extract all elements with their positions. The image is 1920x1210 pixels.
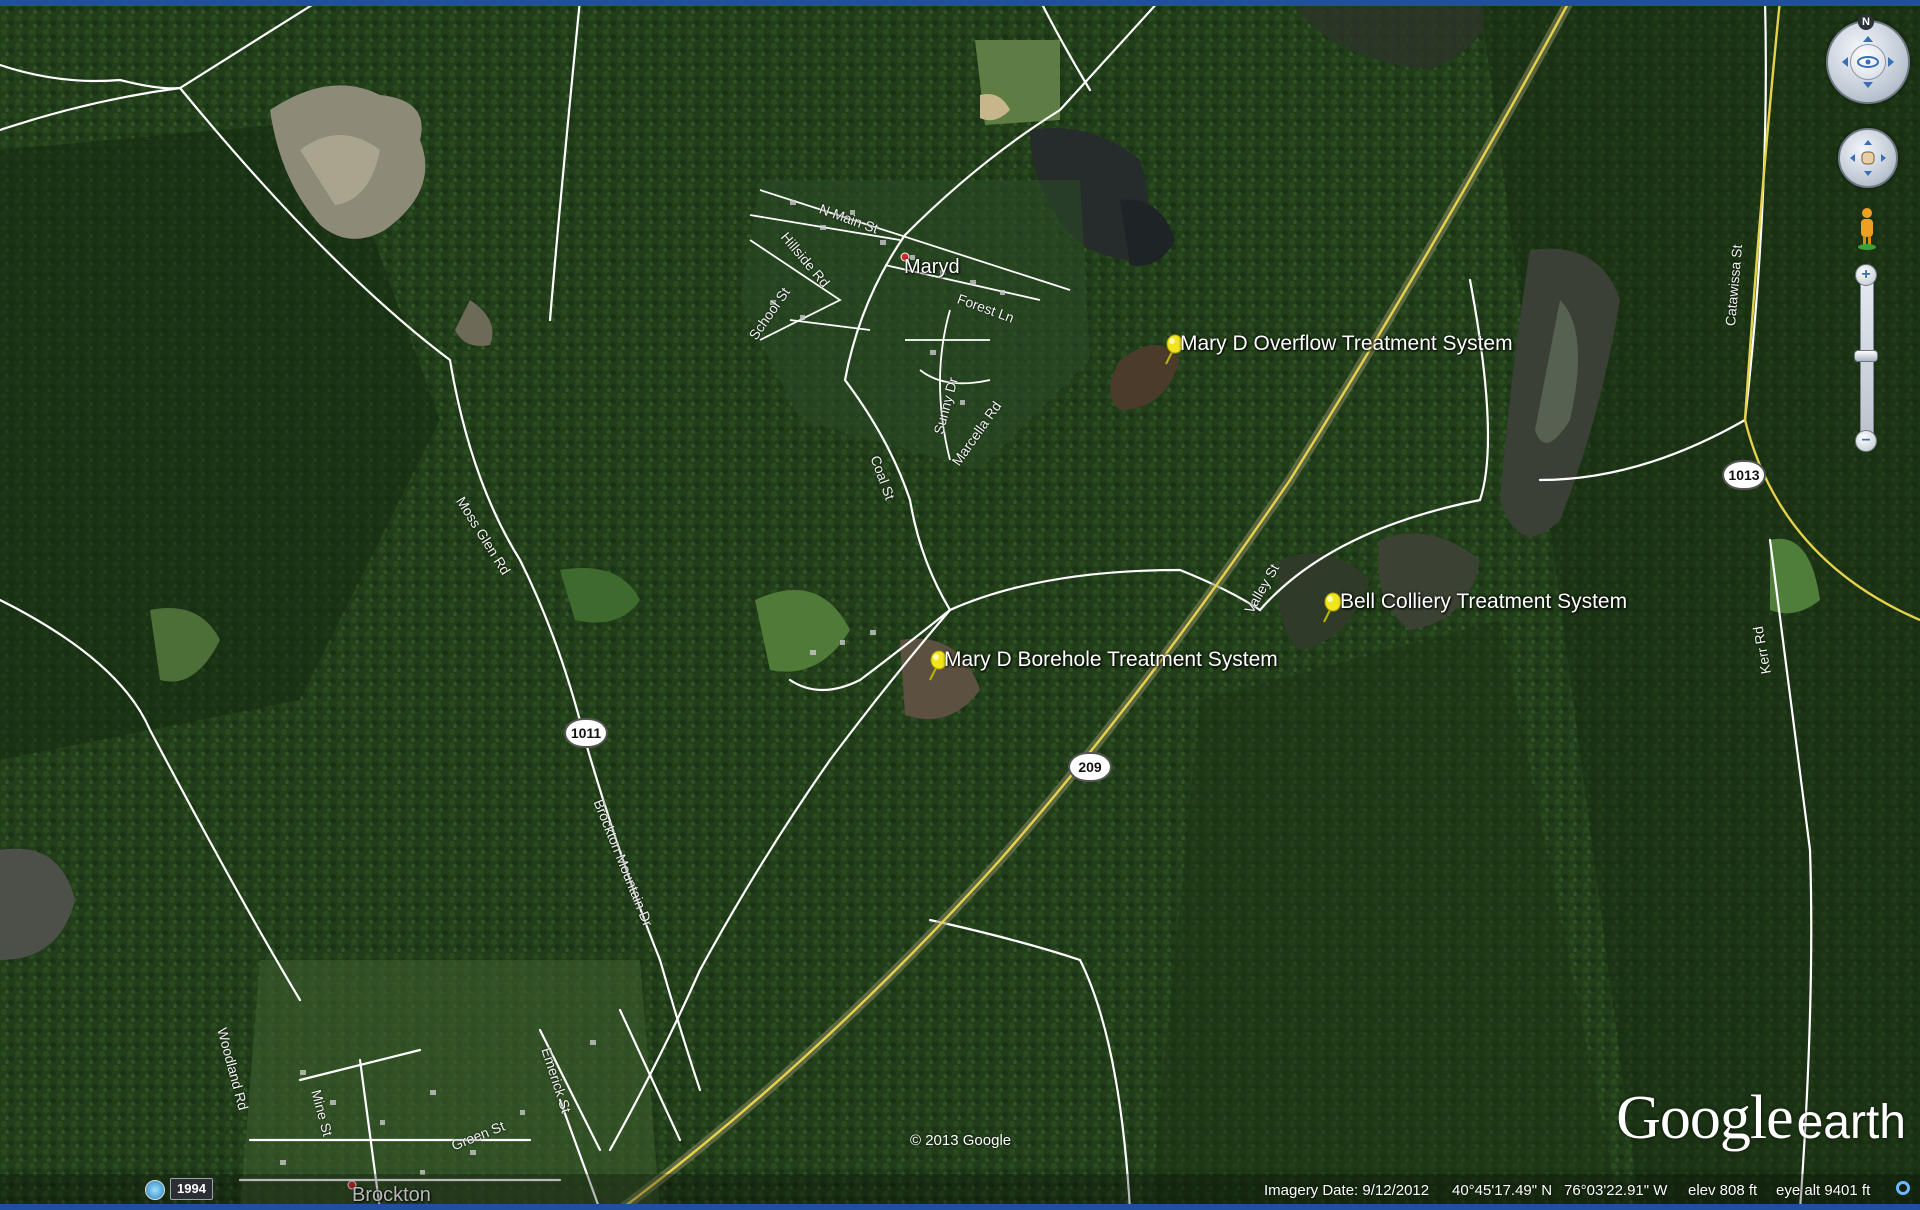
look-ring[interactable] (1826, 20, 1910, 104)
latitude-readout: 40°45'17.49" N (1452, 1182, 1553, 1199)
longitude-readout: 76°03'22.91" W (1564, 1182, 1668, 1199)
pushpin-icon[interactable] (1160, 334, 1186, 368)
route-shield-209: 209 (1068, 752, 1112, 782)
zoom-in-button[interactable]: + (1855, 264, 1877, 286)
zoom-slider-thumb[interactable] (1854, 350, 1878, 362)
placemark-label-bell[interactable]: Bell Colliery Treatment System (1340, 590, 1628, 613)
placemark-label-overflow[interactable]: Mary D Overflow Treatment System (1180, 332, 1513, 355)
pushpin-icon[interactable] (1318, 592, 1344, 626)
placemark-label-borehole[interactable]: Mary D Borehole Treatment System (944, 648, 1278, 671)
pushpin-icon[interactable] (924, 650, 950, 684)
historical-year-badge[interactable]: 1994 (170, 1178, 213, 1200)
copyright-notice: © 2013 Google (910, 1132, 1012, 1149)
window-top-border (0, 0, 1920, 6)
north-indicator[interactable]: N (1858, 14, 1874, 30)
streaming-indicator-icon (1896, 1181, 1910, 1195)
hand-icon (1850, 140, 1886, 176)
window-bottom-border (0, 1204, 1920, 1210)
logo-earth-text: earth (1796, 1096, 1906, 1149)
elevation-readout: elev 808 ft (1688, 1182, 1758, 1199)
move-ring[interactable] (1838, 128, 1898, 188)
route-shield-1013: 1013 (1722, 460, 1766, 490)
zoom-out-button[interactable]: − (1855, 430, 1877, 452)
navigation-controls: N + − (1820, 10, 1920, 452)
route-shield-1011: 1011 (564, 718, 608, 748)
eye-icon (1842, 36, 1894, 88)
imagery-date: Imagery Date: 9/12/2012 (1264, 1182, 1430, 1199)
historical-imagery-icon[interactable] (145, 1180, 165, 1200)
logo-google-text: Google (1616, 1084, 1794, 1152)
place-label-brockton: Brockton (352, 1184, 431, 1206)
google-earth-logo: Googleearth (1616, 1083, 1906, 1154)
eye-altitude-readout: eye alt 9401 ft (1776, 1182, 1871, 1199)
place-label-maryd: Maryd (904, 256, 960, 278)
status-bar: 1994 Imagery Date: 9/12/2012 40°45'17.49… (0, 1174, 1920, 1204)
street-view-pegman-icon[interactable] (1856, 206, 1878, 250)
